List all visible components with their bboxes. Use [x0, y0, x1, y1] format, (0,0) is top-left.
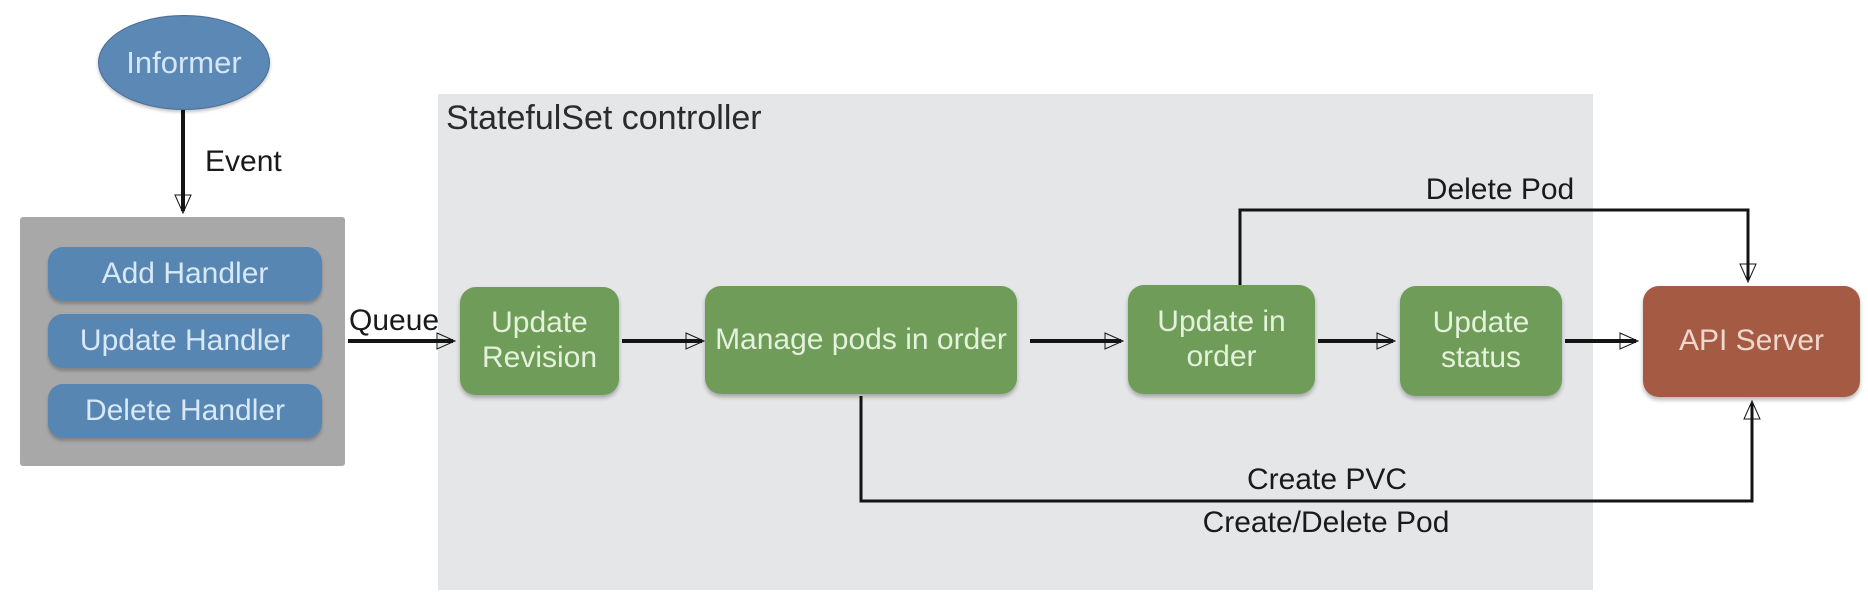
api-server-node: API Server: [1643, 286, 1860, 397]
update-handler-node: Update Handler: [48, 314, 322, 368]
queue-edge-label: Queue: [349, 304, 440, 337]
event-edge-label: Event: [205, 145, 282, 178]
update-revision-node: Update Revision: [460, 287, 619, 395]
informer-node: Informer: [98, 15, 270, 110]
api-server-label: API Server: [1678, 324, 1825, 358]
manage-pods-in-order-label: Manage pods in order: [715, 322, 1007, 356]
statefulset-controller-title: StatefulSet controller: [446, 99, 762, 137]
delete-pod-edge-label: Delete Pod: [1425, 173, 1575, 206]
create-pvc-edge-label: Create PVC: [1246, 463, 1408, 496]
update-revision-label: Update Revision: [481, 306, 598, 374]
update-status-label: Update status: [1432, 306, 1530, 374]
update-in-order-node: Update in order: [1128, 285, 1315, 394]
update-handler-label: Update Handler: [79, 324, 291, 357]
update-in-order-label: Update in order: [1157, 304, 1286, 373]
handlers-box: Add Handler Update Handler Delete Handle…: [20, 217, 345, 466]
add-handler-node: Add Handler: [48, 247, 322, 301]
informer-label: Informer: [126, 44, 242, 80]
manage-pods-in-order-node: Manage pods in order: [705, 286, 1017, 394]
delete-handler-node: Delete Handler: [48, 384, 322, 438]
create-delete-pod-edge-label: Create/Delete Pod: [1202, 506, 1450, 539]
delete-handler-label: Delete Handler: [84, 394, 286, 427]
add-handler-label: Add Handler: [101, 257, 269, 290]
update-status-node: Update status: [1400, 286, 1562, 396]
